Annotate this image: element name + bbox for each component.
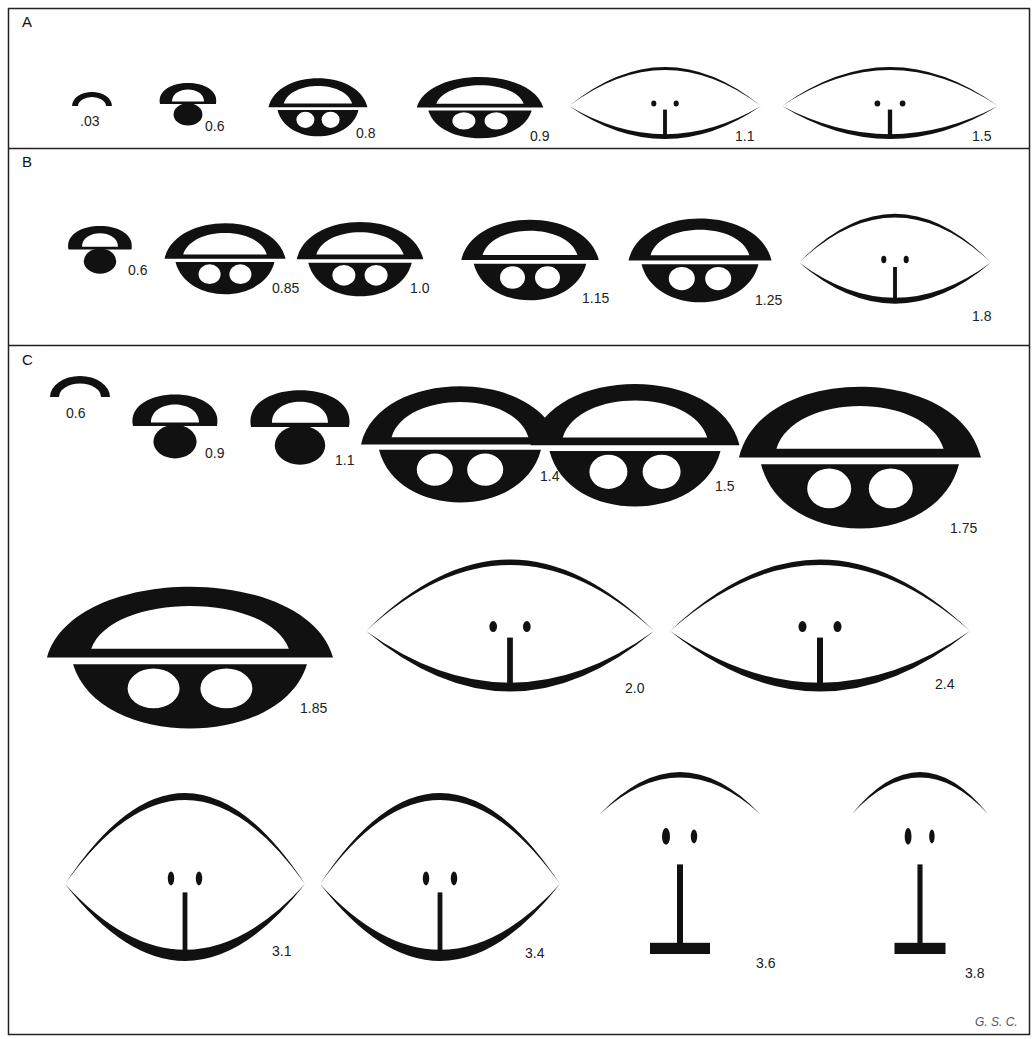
cross-section (600, 772, 760, 954)
stage-number: 0.9 (205, 445, 224, 461)
cross-section (569, 67, 761, 139)
panel-letter: B (22, 154, 32, 170)
stage-number: 2.0 (625, 680, 644, 696)
cross-section (361, 386, 559, 502)
cross-section (320, 793, 560, 961)
cross-section (852, 772, 988, 954)
stage-number: 3.1 (272, 943, 291, 959)
cross-section (739, 387, 981, 529)
stage-number: 1.5 (715, 478, 734, 494)
cross-section (531, 384, 740, 507)
cross-section (629, 218, 772, 302)
stage-number: 0.9 (530, 128, 549, 144)
cross-section (133, 395, 218, 459)
panel-letter: C (22, 352, 33, 368)
stage-number: 1.1 (735, 128, 754, 144)
stage-number: 0.85 (272, 280, 299, 296)
stage-number: 1.0 (410, 280, 429, 296)
cross-section (68, 226, 132, 274)
cross-section (269, 78, 368, 136)
cross-section (782, 67, 998, 139)
cross-section (670, 560, 970, 692)
cross-section (65, 793, 305, 961)
cross-section (72, 92, 112, 106)
panel-letter: A (22, 14, 32, 30)
stage-number: 1.85 (300, 700, 327, 716)
cross-section (47, 587, 333, 729)
stage-number: 1.1 (335, 452, 354, 468)
stage-number: 3.8 (965, 965, 984, 981)
stage-number: 1.5 (972, 128, 991, 144)
stage-number: 0.6 (205, 118, 224, 134)
stage-number: 0.6 (66, 405, 85, 421)
cross-section (250, 390, 349, 465)
cross-section (799, 214, 991, 304)
cross-section (366, 560, 654, 692)
stage-number: 3.6 (756, 955, 775, 971)
stage-number: 1.15 (582, 290, 609, 306)
stage-number: 1.8 (972, 308, 991, 324)
stage-number: 1.75 (950, 520, 977, 536)
cross-section (50, 376, 110, 397)
stage-number: 3.4 (525, 945, 544, 961)
cross-section (297, 222, 424, 296)
cross-section (417, 77, 544, 138)
stage-number: .03 (80, 113, 99, 129)
panel-divider (8, 345, 1030, 347)
stage-number: 0.8 (356, 125, 375, 141)
stage-number: 0.6 (128, 262, 147, 278)
panel-divider (8, 148, 1030, 150)
stage-number: 2.4 (935, 676, 954, 692)
frame (9, 9, 1030, 1035)
cross-section (461, 220, 599, 301)
signature: G. S. C. (975, 1014, 1018, 1030)
stage-number: 1.4 (540, 468, 559, 484)
cross-section (165, 223, 286, 294)
stage-number: 1.25 (755, 292, 782, 308)
